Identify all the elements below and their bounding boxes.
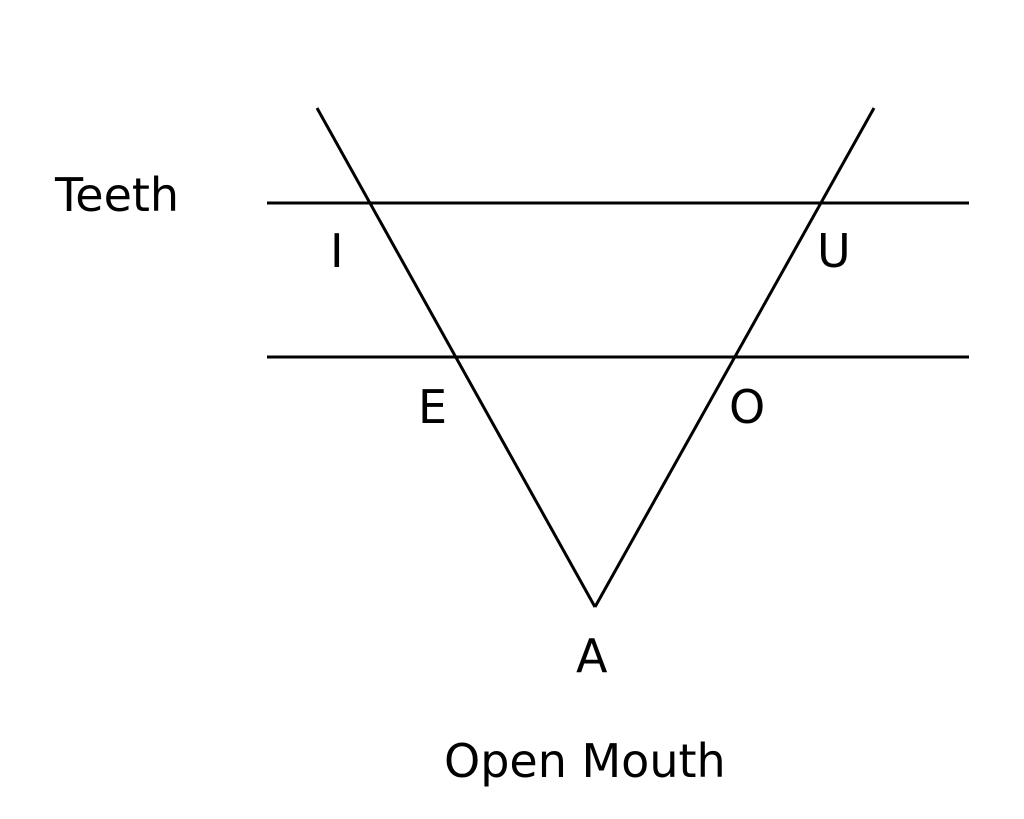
vowel-o: O — [729, 380, 766, 434]
vowel-e: E — [418, 380, 448, 434]
teeth-label: Teeth — [55, 168, 180, 222]
vowel-u: U — [817, 224, 851, 278]
open-mouth-label: Open Mouth — [444, 734, 726, 788]
vowel-i: I — [330, 224, 344, 278]
left-v-line — [315, 107, 597, 608]
right-v-line — [593, 107, 876, 608]
vowel-a: A — [576, 629, 608, 683]
